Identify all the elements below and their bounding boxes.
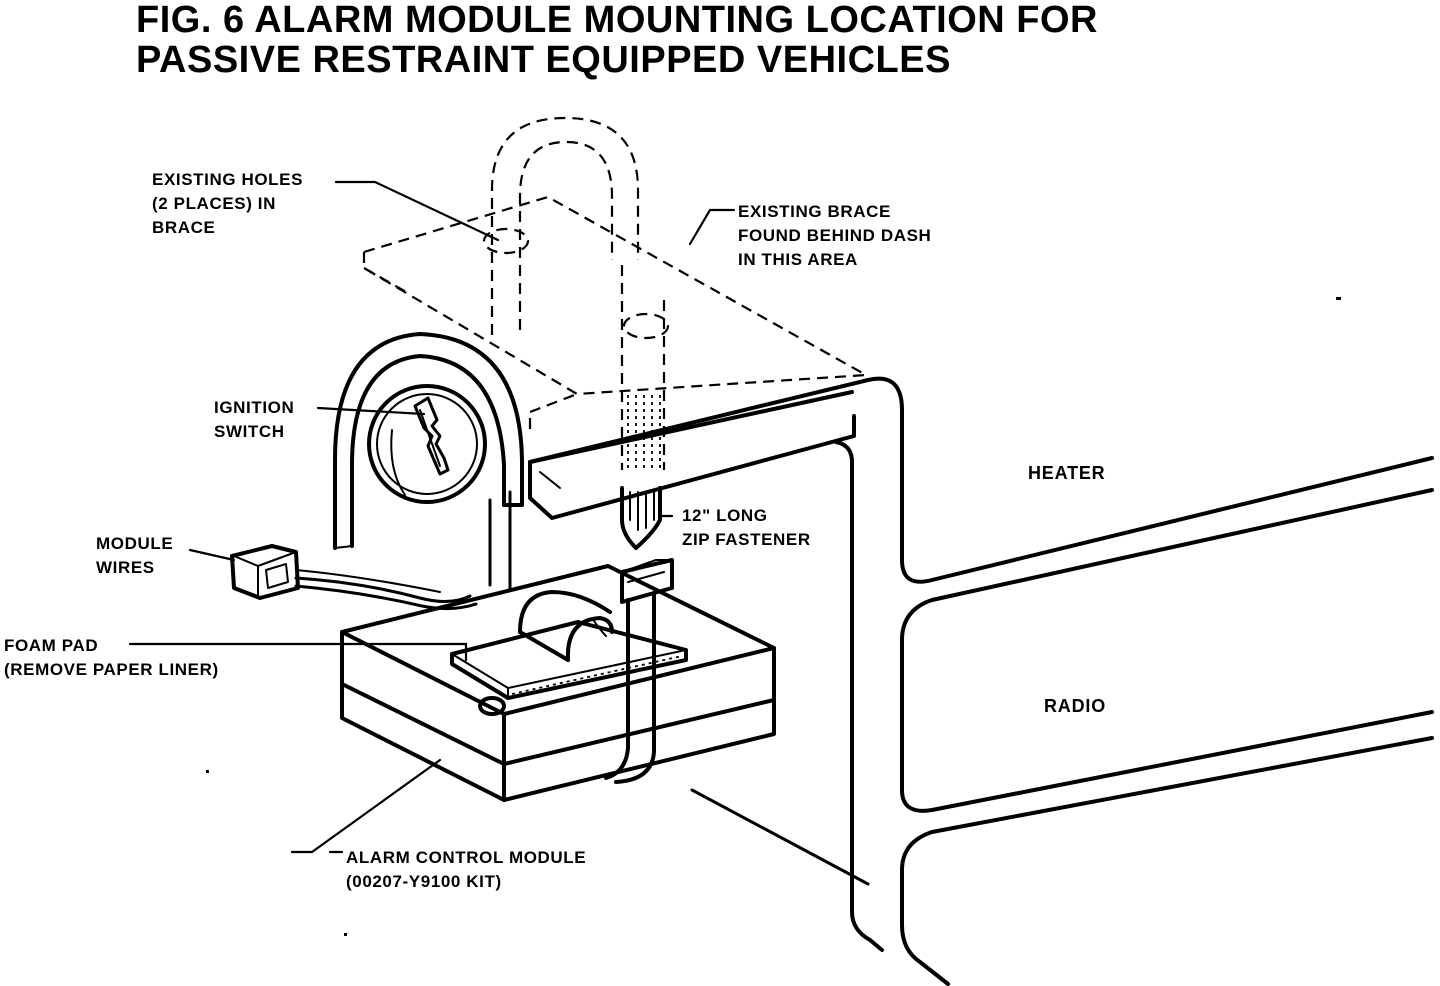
label-ignition-switch-line-2: SWITCH [214,422,285,441]
label-existing-holes-line-2: (2 PLACES) IN [152,194,276,213]
dash-panel [528,376,1434,986]
label-existing-brace-line-2: FOUND BEHIND DASH [738,226,932,245]
zip-fastener-loop [482,116,670,470]
label-alarm-control-module-line-2: (00207-Y9100 KIT) [346,872,502,891]
label-existing-holes-line-3: BRACE [152,218,216,237]
label-heater-text: HEATER [1028,463,1106,483]
label-radio-text: RADIO [1044,696,1106,716]
label-ignition-switch: IGNITION SWITCH [214,396,294,444]
module-wire-connector [230,544,478,611]
figure-title-line-1: FIG. 6 ALARM MODULE MOUNTING LOCATION FO… [136,0,1098,41]
label-module-wires-line-1: MODULE [96,534,174,553]
label-zip-fastener: 12" LONG ZIP FASTENER [682,504,811,552]
label-radio: RADIO [1044,694,1106,718]
under-dash-line [690,788,870,886]
ignition-switch-housing [333,332,524,592]
figure-title: FIG. 6 ALARM MODULE MOUNTING LOCATION FO… [136,0,1098,80]
label-ignition-switch-line-1: IGNITION [214,398,295,417]
label-alarm-control-module: ALARM CONTROL MODULE (00207-Y9100 KIT) [346,846,586,894]
figure-title-line-2: PASSIVE RESTRAINT EQUIPPED VEHICLES [136,39,951,81]
label-zip-fastener-line-1: 12" LONG [682,506,768,525]
label-existing-holes-line-1: EXISTING HOLES [152,170,304,189]
brace-behind-dash [362,195,867,430]
label-module-wires: MODULE WIRES [96,532,173,580]
label-zip-fastener-line-2: ZIP FASTENER [682,530,811,549]
label-foam-pad-line-1: FOAM PAD [4,636,99,655]
label-existing-brace-line-1: EXISTING BRACE [738,202,891,221]
label-existing-holes: EXISTING HOLES (2 PLACES) IN BRACE [152,168,303,240]
label-alarm-control-module-line-1: ALARM CONTROL MODULE [346,848,587,867]
leader-lines [128,180,736,854]
zip-fastener-tip [620,486,662,550]
label-heater: HEATER [1028,461,1105,485]
label-existing-brace: EXISTING BRACE FOUND BEHIND DASH IN THIS… [738,200,931,272]
label-foam-pad: FOAM PAD (REMOVE PAPER LINER) [4,634,219,682]
label-module-wires-line-2: WIRES [96,558,155,577]
zip-strap-around-module [604,558,674,784]
scan-specks [206,297,1341,936]
dash-ledge [528,390,856,520]
label-existing-brace-line-3: IN THIS AREA [738,250,858,269]
label-foam-pad-line-2: (REMOVE PAPER LINER) [4,660,219,679]
